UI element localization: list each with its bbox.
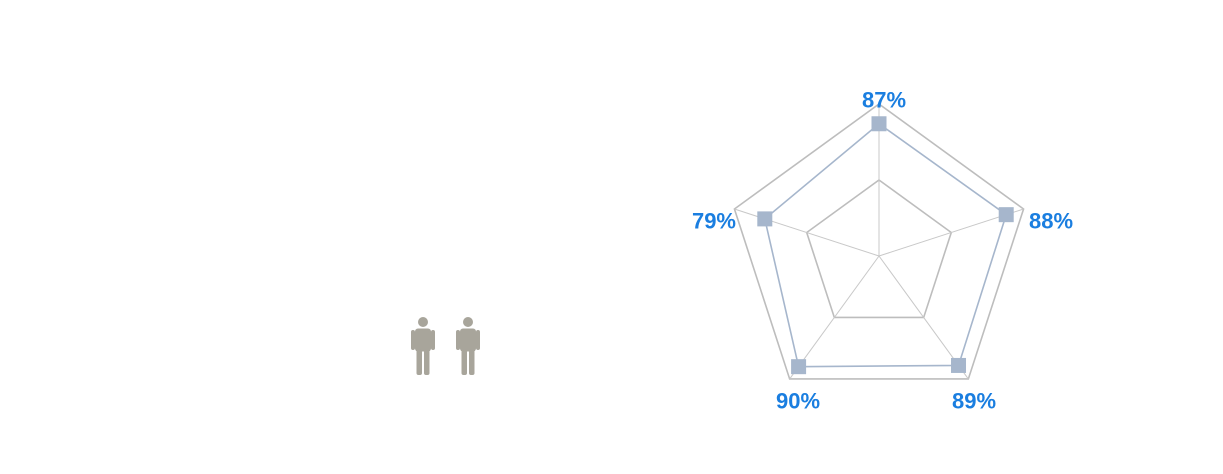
data-point-marker [951,357,967,373]
data-point-marker [998,207,1014,223]
radar-spoke [734,208,880,257]
series-markers [757,116,1014,375]
radar-spoke [789,255,880,380]
data-point-marker [757,211,773,227]
people-icons [411,317,480,375]
person-icon [456,317,480,375]
grid-ring [733,103,1025,380]
data-point-marker [871,116,887,132]
radar-spokes [734,104,1024,380]
radar-chart: 87% 88% 89% 90% 79% [692,88,1073,414]
series-polygon [763,122,1008,368]
value-label: 79% [692,209,736,234]
value-label: 90% [776,389,820,414]
data-point-marker [791,359,807,375]
value-label: 89% [952,389,996,414]
value-label: 88% [1029,209,1073,234]
radar-grid [733,103,1025,380]
value-labels: 87% 88% 89% 90% 79% [692,88,1073,414]
person-icon [411,317,435,375]
value-label: 87% [862,88,906,113]
grid-ring [805,179,953,319]
